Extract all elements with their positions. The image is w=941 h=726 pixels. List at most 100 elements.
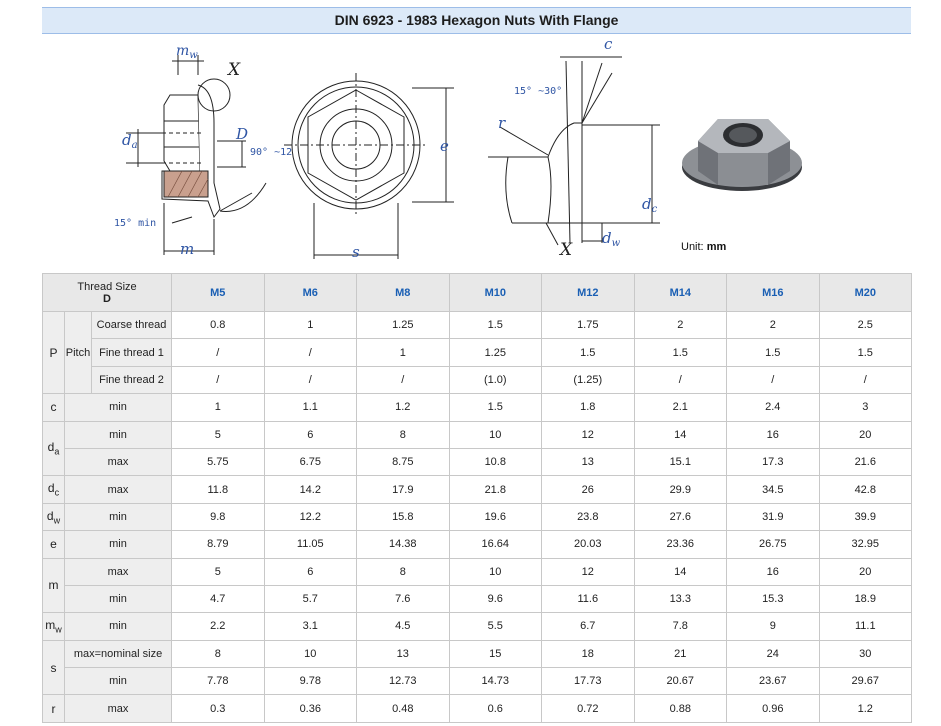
value-cell: 32.95 <box>818 530 913 559</box>
symbol-main: c <box>50 400 57 415</box>
value-cell: 9 <box>726 612 820 641</box>
value-cell: 10 <box>448 557 543 586</box>
r-label: r <box>498 114 506 132</box>
parameter-symbol: dc <box>42 475 65 504</box>
value-cell: 11.8 <box>171 475 265 504</box>
symbol-subscript: w <box>55 624 62 635</box>
value-cell: 1.2 <box>818 694 913 723</box>
parameter-symbol: m <box>42 557 65 614</box>
value-cell: 23.67 <box>726 667 820 696</box>
value-cell: 21.8 <box>448 475 543 504</box>
value-cell: 10 <box>263 639 358 669</box>
value-cell: (1.25) <box>541 365 635 395</box>
value-cell: 5.75 <box>171 447 265 477</box>
side-view <box>126 55 267 255</box>
value-cell: 17.3 <box>726 447 820 477</box>
d-label: D <box>235 125 248 143</box>
value-cell: 2.1 <box>633 393 728 422</box>
value-cell: / <box>263 365 358 395</box>
value-cell: 12.73 <box>356 667 450 696</box>
value-cell: 8.79 <box>171 530 265 559</box>
value-cell: 8.75 <box>356 447 450 477</box>
value-cell: 12.2 <box>263 502 358 532</box>
thread-size-header: Thread Size D <box>41 273 173 312</box>
x-detail-label: X <box>226 60 241 80</box>
value-cell: 0.8 <box>171 310 265 340</box>
value-cell: 4.5 <box>356 612 450 641</box>
value-cell: 1.25 <box>448 338 543 367</box>
row-label: min <box>63 502 173 532</box>
value-cell: / <box>633 365 728 395</box>
value-cell: 14.2 <box>263 475 358 504</box>
value-cell: 15 <box>448 639 543 669</box>
value-cell: 15.1 <box>633 447 728 477</box>
value-cell: 1.5 <box>448 393 543 422</box>
parameter-symbol: c <box>42 393 65 422</box>
row-label: min <box>63 420 173 449</box>
value-cell: 14 <box>633 557 728 586</box>
unit-note: Unit: mm <box>681 241 726 253</box>
value-cell: 6.7 <box>541 612 635 641</box>
row-label: min <box>63 584 173 614</box>
size-header-m5: M5 <box>171 273 265 312</box>
value-cell: 1.5 <box>818 338 913 367</box>
value-cell: 2.5 <box>818 310 913 340</box>
value-cell: / <box>171 338 265 367</box>
value-cell: 15.3 <box>726 584 820 614</box>
row-label: Coarse thread <box>90 310 173 340</box>
symbol-main: e <box>50 537 57 552</box>
value-cell: 31.9 <box>726 502 820 532</box>
value-cell: 6.75 <box>263 447 358 477</box>
symbol-subscript: a <box>54 446 60 457</box>
size-header-m12: M12 <box>541 273 635 312</box>
value-cell: / <box>263 338 358 367</box>
unit-value: mm <box>706 241 727 253</box>
value-cell: 20.67 <box>633 667 728 696</box>
value-cell: 10.8 <box>448 447 543 477</box>
top-view <box>284 73 454 259</box>
row-label: min <box>63 393 173 422</box>
x-detail-bottom-label: X <box>558 240 573 260</box>
tilt-angle-label: 15° ~30° <box>514 86 562 97</box>
row-label: min <box>63 530 173 559</box>
value-cell: 14.73 <box>448 667 543 696</box>
value-cell: 8 <box>171 639 265 669</box>
s-label: s <box>352 243 360 261</box>
value-cell: 0.36 <box>263 694 358 723</box>
value-cell: 21 <box>633 639 728 669</box>
value-cell: 1.75 <box>541 310 635 340</box>
value-cell: 9.78 <box>263 667 358 696</box>
value-cell: 17.73 <box>541 667 635 696</box>
value-cell: 26.75 <box>726 530 820 559</box>
value-cell: 1 <box>356 338 450 367</box>
parameter-symbol: dw <box>42 502 65 532</box>
e-label: e <box>440 137 449 155</box>
value-cell: 16.64 <box>448 530 543 559</box>
parameter-symbol: e <box>42 530 65 559</box>
value-cell: 1.5 <box>448 310 543 340</box>
value-cell: 13.3 <box>633 584 728 614</box>
value-cell: 20 <box>818 557 913 586</box>
value-cell: 2.2 <box>171 612 265 641</box>
value-cell: 27.6 <box>633 502 728 532</box>
value-cell: 11.1 <box>818 612 913 641</box>
value-cell: 16 <box>726 420 820 449</box>
technical-drawing: mw X da D 90° ~120° 15° min m s e c <box>114 35 802 261</box>
value-cell: 20 <box>818 420 913 449</box>
value-cell: 17.9 <box>356 475 450 504</box>
parameter-symbol: mw <box>42 612 65 641</box>
value-cell: 0.88 <box>633 694 728 723</box>
value-cell: 8 <box>356 557 450 586</box>
value-cell: 13 <box>356 639 450 669</box>
value-cell: 1.5 <box>541 338 635 367</box>
value-cell: 5 <box>171 557 265 586</box>
parameter-symbol: da <box>42 420 65 477</box>
